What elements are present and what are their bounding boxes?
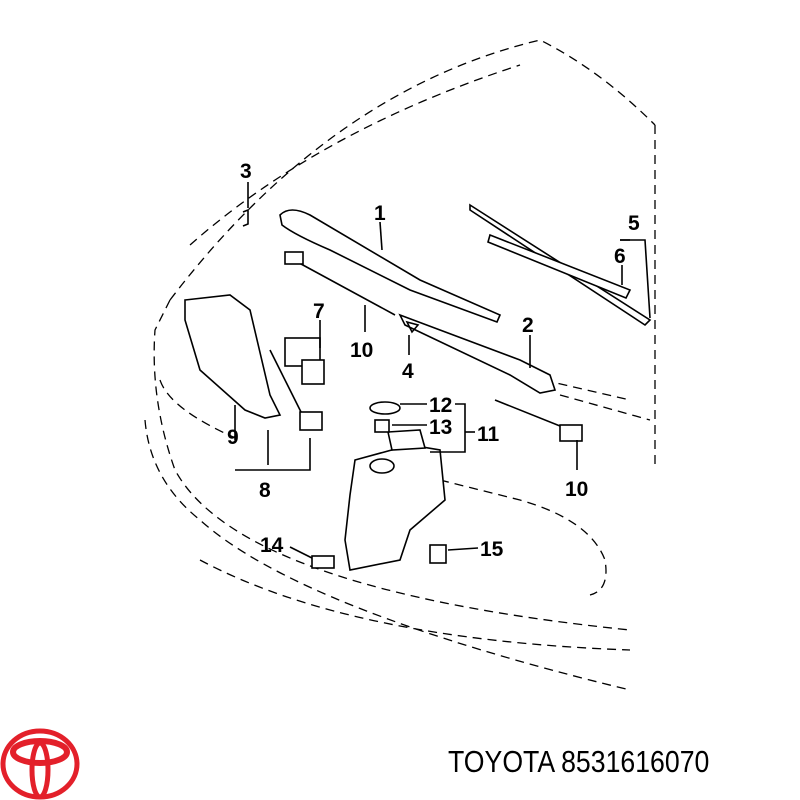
washer-parts-12-13 bbox=[369, 401, 401, 433]
callout-10-left: 10 bbox=[350, 339, 373, 362]
callout-7: 7 bbox=[313, 300, 325, 323]
link-rod-8 bbox=[269, 349, 323, 431]
part-number-caption: TOYOTA 8531616070 bbox=[448, 744, 710, 779]
callout-15: 15 bbox=[480, 538, 504, 561]
callout-12: 12 bbox=[429, 394, 452, 417]
callout-2: 2 bbox=[522, 314, 534, 337]
callout-5: 5 bbox=[628, 212, 640, 235]
callout-13: 13 bbox=[429, 416, 452, 439]
wiper-arm-10-left bbox=[284, 251, 396, 316]
cowl-panel-9 bbox=[184, 294, 282, 419]
wiper-arm-10-right bbox=[494, 399, 583, 442]
callout-3: 3 bbox=[240, 160, 252, 183]
leader-lines bbox=[234, 182, 651, 559]
callout-14: 14 bbox=[260, 534, 284, 557]
wiper-blade-5 bbox=[469, 203, 652, 327]
callout-11: 11 bbox=[477, 423, 500, 446]
washer-tank-11 bbox=[344, 429, 446, 571]
car-body-outline bbox=[144, 39, 656, 691]
nozzle-4-and-clip-3 bbox=[242, 208, 420, 334]
toyota-logo bbox=[0, 728, 80, 800]
pump-15 bbox=[429, 544, 447, 564]
callout-6: 6 bbox=[614, 245, 626, 268]
wiper-link-1 bbox=[279, 209, 502, 324]
hose-14 bbox=[311, 555, 335, 569]
callout-8: 8 bbox=[259, 479, 271, 502]
wiper-motor-7 bbox=[284, 337, 325, 385]
callout-1: 1 bbox=[374, 202, 386, 225]
callout-10-right: 10 bbox=[565, 478, 588, 501]
callout-9: 9 bbox=[227, 426, 239, 449]
callout-4: 4 bbox=[402, 360, 414, 383]
wiper-arm-2 bbox=[398, 313, 557, 394]
